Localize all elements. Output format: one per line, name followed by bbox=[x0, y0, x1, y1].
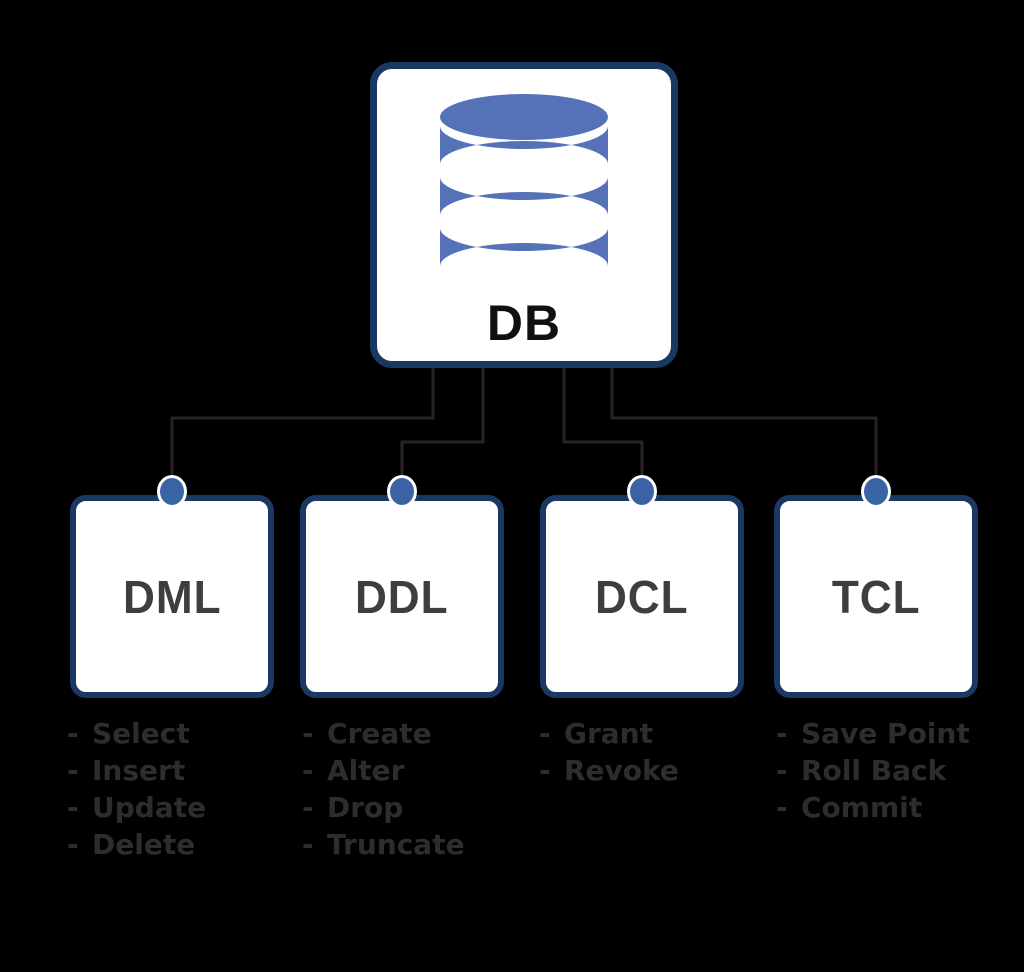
list-item: -Create bbox=[302, 720, 465, 748]
list-item-dash: - bbox=[67, 717, 79, 750]
list-item-dash: - bbox=[67, 791, 79, 824]
list-item-text: Drop bbox=[327, 791, 404, 824]
list-item-text: Insert bbox=[92, 754, 186, 787]
list-item-text: Alter bbox=[327, 754, 405, 787]
list-item-text: Revoke bbox=[564, 754, 679, 787]
list-item: -Revoke bbox=[539, 757, 679, 785]
list-item-dash: - bbox=[539, 717, 551, 750]
list-item: -Drop bbox=[302, 794, 465, 822]
category-box-dcl: DCL bbox=[540, 495, 744, 698]
list-item-dash: - bbox=[67, 828, 79, 861]
list-item: -Save Point bbox=[776, 720, 970, 748]
category-box-dml: DML bbox=[70, 495, 274, 698]
command-list-tcl: -Save Point -Roll Back -Commit bbox=[776, 720, 970, 831]
connector-line-db-ddl bbox=[400, 364, 485, 490]
category-label-dcl: DCL bbox=[595, 570, 689, 623]
list-item-dash: - bbox=[302, 791, 314, 824]
list-item-text: Roll Back bbox=[801, 754, 947, 787]
list-item-dash: - bbox=[776, 791, 788, 824]
command-list-dcl: -Grant -Revoke bbox=[539, 720, 679, 794]
list-item: -Commit bbox=[776, 794, 970, 822]
list-item-text: Commit bbox=[801, 791, 923, 824]
list-item-dash: - bbox=[67, 754, 79, 787]
connector-dot-tcl bbox=[861, 475, 891, 508]
command-list-ddl: -Create -Alter -Drop -Truncate bbox=[302, 720, 465, 868]
list-item-dash: - bbox=[302, 717, 314, 750]
list-item-dash: - bbox=[776, 754, 788, 787]
list-item-text: Grant bbox=[564, 717, 654, 750]
list-item: -Insert bbox=[67, 757, 206, 785]
connector-dot-dcl bbox=[627, 475, 657, 508]
connector-line-db-dcl bbox=[562, 364, 644, 490]
list-item-dash: - bbox=[302, 828, 314, 861]
category-label-tcl: TCL bbox=[831, 570, 921, 623]
list-item-dash: - bbox=[539, 754, 551, 787]
category-label-dml: DML bbox=[122, 570, 222, 623]
connector-line-db-dml bbox=[170, 364, 435, 490]
list-item: -Grant bbox=[539, 720, 679, 748]
connector-dot-ddl bbox=[387, 475, 417, 508]
category-box-tcl: TCL bbox=[774, 495, 978, 698]
db-root-box: DB bbox=[370, 62, 678, 368]
category-box-ddl: DDL bbox=[300, 495, 504, 698]
list-item: -Truncate bbox=[302, 831, 465, 859]
list-item-text: Create bbox=[327, 717, 432, 750]
list-item-text: Truncate bbox=[327, 828, 465, 861]
connector-line-db-tcl bbox=[610, 364, 878, 490]
list-item-dash: - bbox=[302, 754, 314, 787]
list-item-text: Save Point bbox=[801, 717, 970, 750]
db-root-label: DB bbox=[486, 295, 562, 351]
list-item: -Update bbox=[67, 794, 206, 822]
list-item: -Select bbox=[67, 720, 206, 748]
command-list-dml: -Select -Insert -Update -Delete bbox=[67, 720, 206, 868]
list-item-text: Update bbox=[92, 791, 207, 824]
database-icon bbox=[440, 94, 608, 266]
list-item: -Roll Back bbox=[776, 757, 970, 785]
list-item-text: Delete bbox=[92, 828, 196, 861]
list-item-text: Select bbox=[92, 717, 190, 750]
list-item: -Delete bbox=[67, 831, 206, 859]
list-item-dash: - bbox=[776, 717, 788, 750]
connector-dot-dml bbox=[157, 475, 187, 508]
list-item: -Alter bbox=[302, 757, 465, 785]
category-label-ddl: DDL bbox=[355, 570, 449, 623]
